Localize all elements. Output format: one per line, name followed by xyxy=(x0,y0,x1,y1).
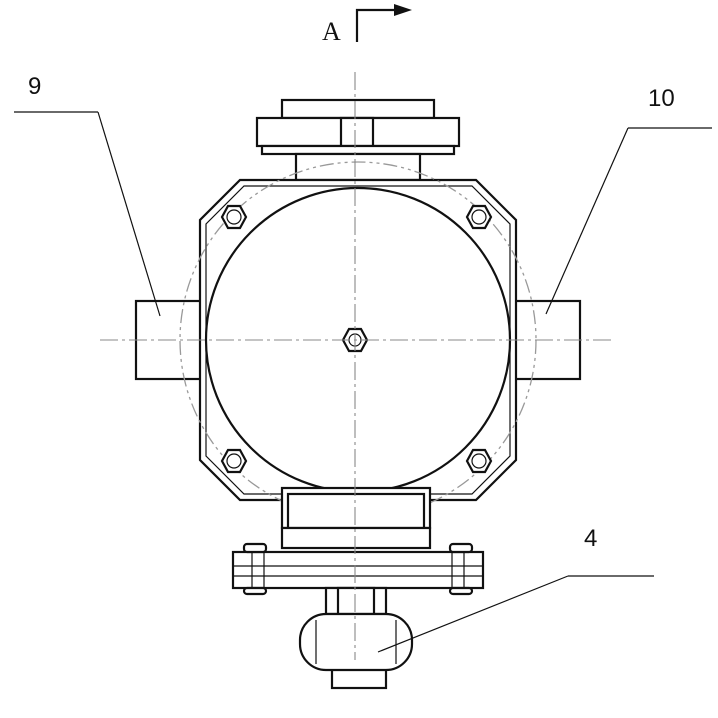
hex-nut-bottom-left xyxy=(220,448,248,474)
knob xyxy=(298,612,414,672)
mounting-plate xyxy=(231,542,485,596)
mounting-plate-body xyxy=(231,550,485,590)
plate-nut-top-right xyxy=(448,542,474,554)
callout-10: 10 xyxy=(545,85,712,315)
section-marker-a: A xyxy=(322,4,412,46)
plate-nut-bottom-right xyxy=(448,586,474,596)
callout-4-label: 4 xyxy=(584,525,597,552)
shaft-core xyxy=(336,586,376,616)
callout-9-leader xyxy=(97,111,161,317)
top-cap xyxy=(255,98,461,182)
hex-nut-top-right xyxy=(465,204,493,230)
top-flange-lower xyxy=(260,144,456,156)
shaft-assembly xyxy=(298,586,414,690)
callout-4: 4 xyxy=(377,525,654,653)
housing-inner-edge xyxy=(205,185,511,495)
plate-nut-bottom-left xyxy=(242,586,268,596)
hex-nut-bottom-right xyxy=(465,448,493,474)
bottom-neck-inner xyxy=(286,492,426,530)
callout-10-label: 10 xyxy=(648,85,675,112)
section-arrow-line xyxy=(355,8,398,42)
plate-nut-top-left xyxy=(242,542,268,554)
bottom-neck-lower xyxy=(280,526,432,550)
callout-9: 9 xyxy=(14,73,161,317)
callout-9-label: 9 xyxy=(28,73,41,100)
top-flange-center xyxy=(339,116,375,148)
callout-10-leader xyxy=(545,127,629,315)
hex-nut-top-left xyxy=(220,204,248,230)
section-arrow-head xyxy=(394,4,412,16)
top-cap-plate xyxy=(280,98,436,120)
callout-4-leader xyxy=(377,575,569,653)
section-letter: A xyxy=(322,17,341,46)
